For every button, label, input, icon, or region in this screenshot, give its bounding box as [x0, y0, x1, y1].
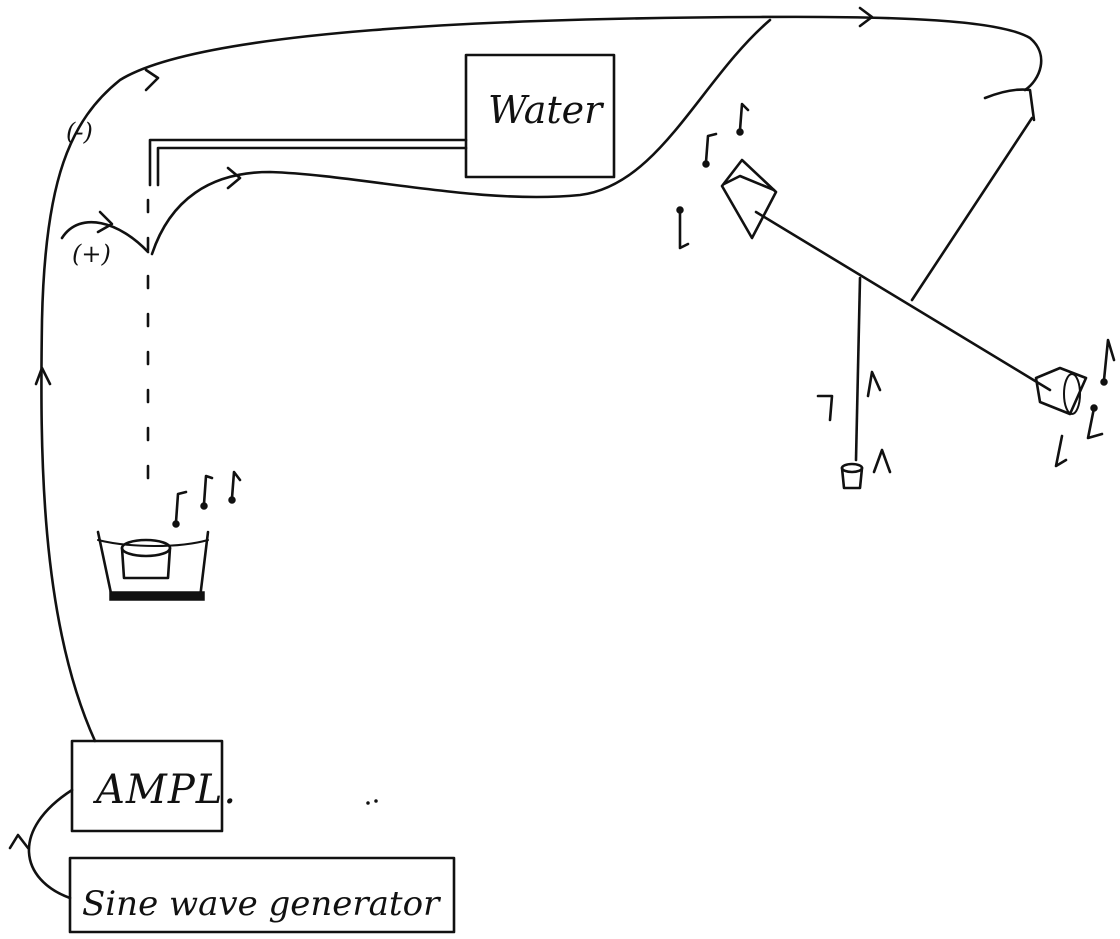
negative-wire — [40, 15, 1043, 743]
positive-wire — [150, 18, 772, 256]
generator-box — [68, 856, 456, 934]
water-pipe-inner — [156, 146, 468, 187]
ink-speck — [366, 801, 370, 805]
music-note-icon — [736, 102, 750, 136]
speaker-icon — [120, 538, 172, 558]
ink-speck — [374, 799, 378, 803]
music-note-icon — [1100, 338, 1116, 386]
speaker-body — [120, 546, 172, 580]
water-container-base — [109, 591, 205, 601]
arrow-head-icon — [8, 833, 30, 850]
clip-hook — [983, 88, 1036, 122]
arrow-head-icon — [858, 6, 874, 28]
music-note-icon — [1086, 404, 1104, 440]
music-note-icon — [816, 394, 834, 422]
arrow-head-icon — [226, 166, 242, 190]
music-note-icon — [228, 470, 242, 504]
music-note-icon — [872, 448, 892, 474]
music-note-icon — [676, 206, 690, 250]
music-note-icon — [702, 132, 718, 168]
arrow-head-icon — [96, 210, 114, 234]
positive-wire-curve — [60, 220, 150, 254]
arrow-head-icon — [34, 366, 52, 386]
arrow-head-icon — [144, 68, 160, 92]
suspension-bar — [754, 210, 1052, 392]
bucket-icon — [840, 462, 864, 474]
speaker-cone — [1063, 373, 1081, 415]
amplifier-box — [70, 739, 224, 833]
support-string — [910, 116, 1034, 302]
water-container-surface — [97, 539, 209, 547]
water-box — [464, 53, 616, 179]
speaker-icon — [1034, 366, 1088, 416]
water-container — [96, 530, 210, 600]
generator-label: Sine wave generator — [82, 884, 440, 924]
bucket-body — [840, 466, 864, 490]
amplifier-label: AMPL. — [96, 767, 238, 813]
water-pipe — [148, 138, 468, 187]
music-note-icon — [1054, 434, 1068, 468]
generator-to-amp-wire — [27, 788, 74, 900]
speaker-icon — [720, 158, 778, 240]
water-label: Water — [488, 88, 603, 132]
music-note-icon — [200, 474, 214, 510]
music-note-icon — [172, 490, 188, 528]
speaker-cone — [722, 174, 776, 192]
bucket-string — [854, 276, 862, 462]
positive-polarity-label: (+) — [72, 240, 111, 268]
music-note-icon — [866, 370, 882, 398]
negative-polarity-label: (-) — [66, 118, 93, 146]
